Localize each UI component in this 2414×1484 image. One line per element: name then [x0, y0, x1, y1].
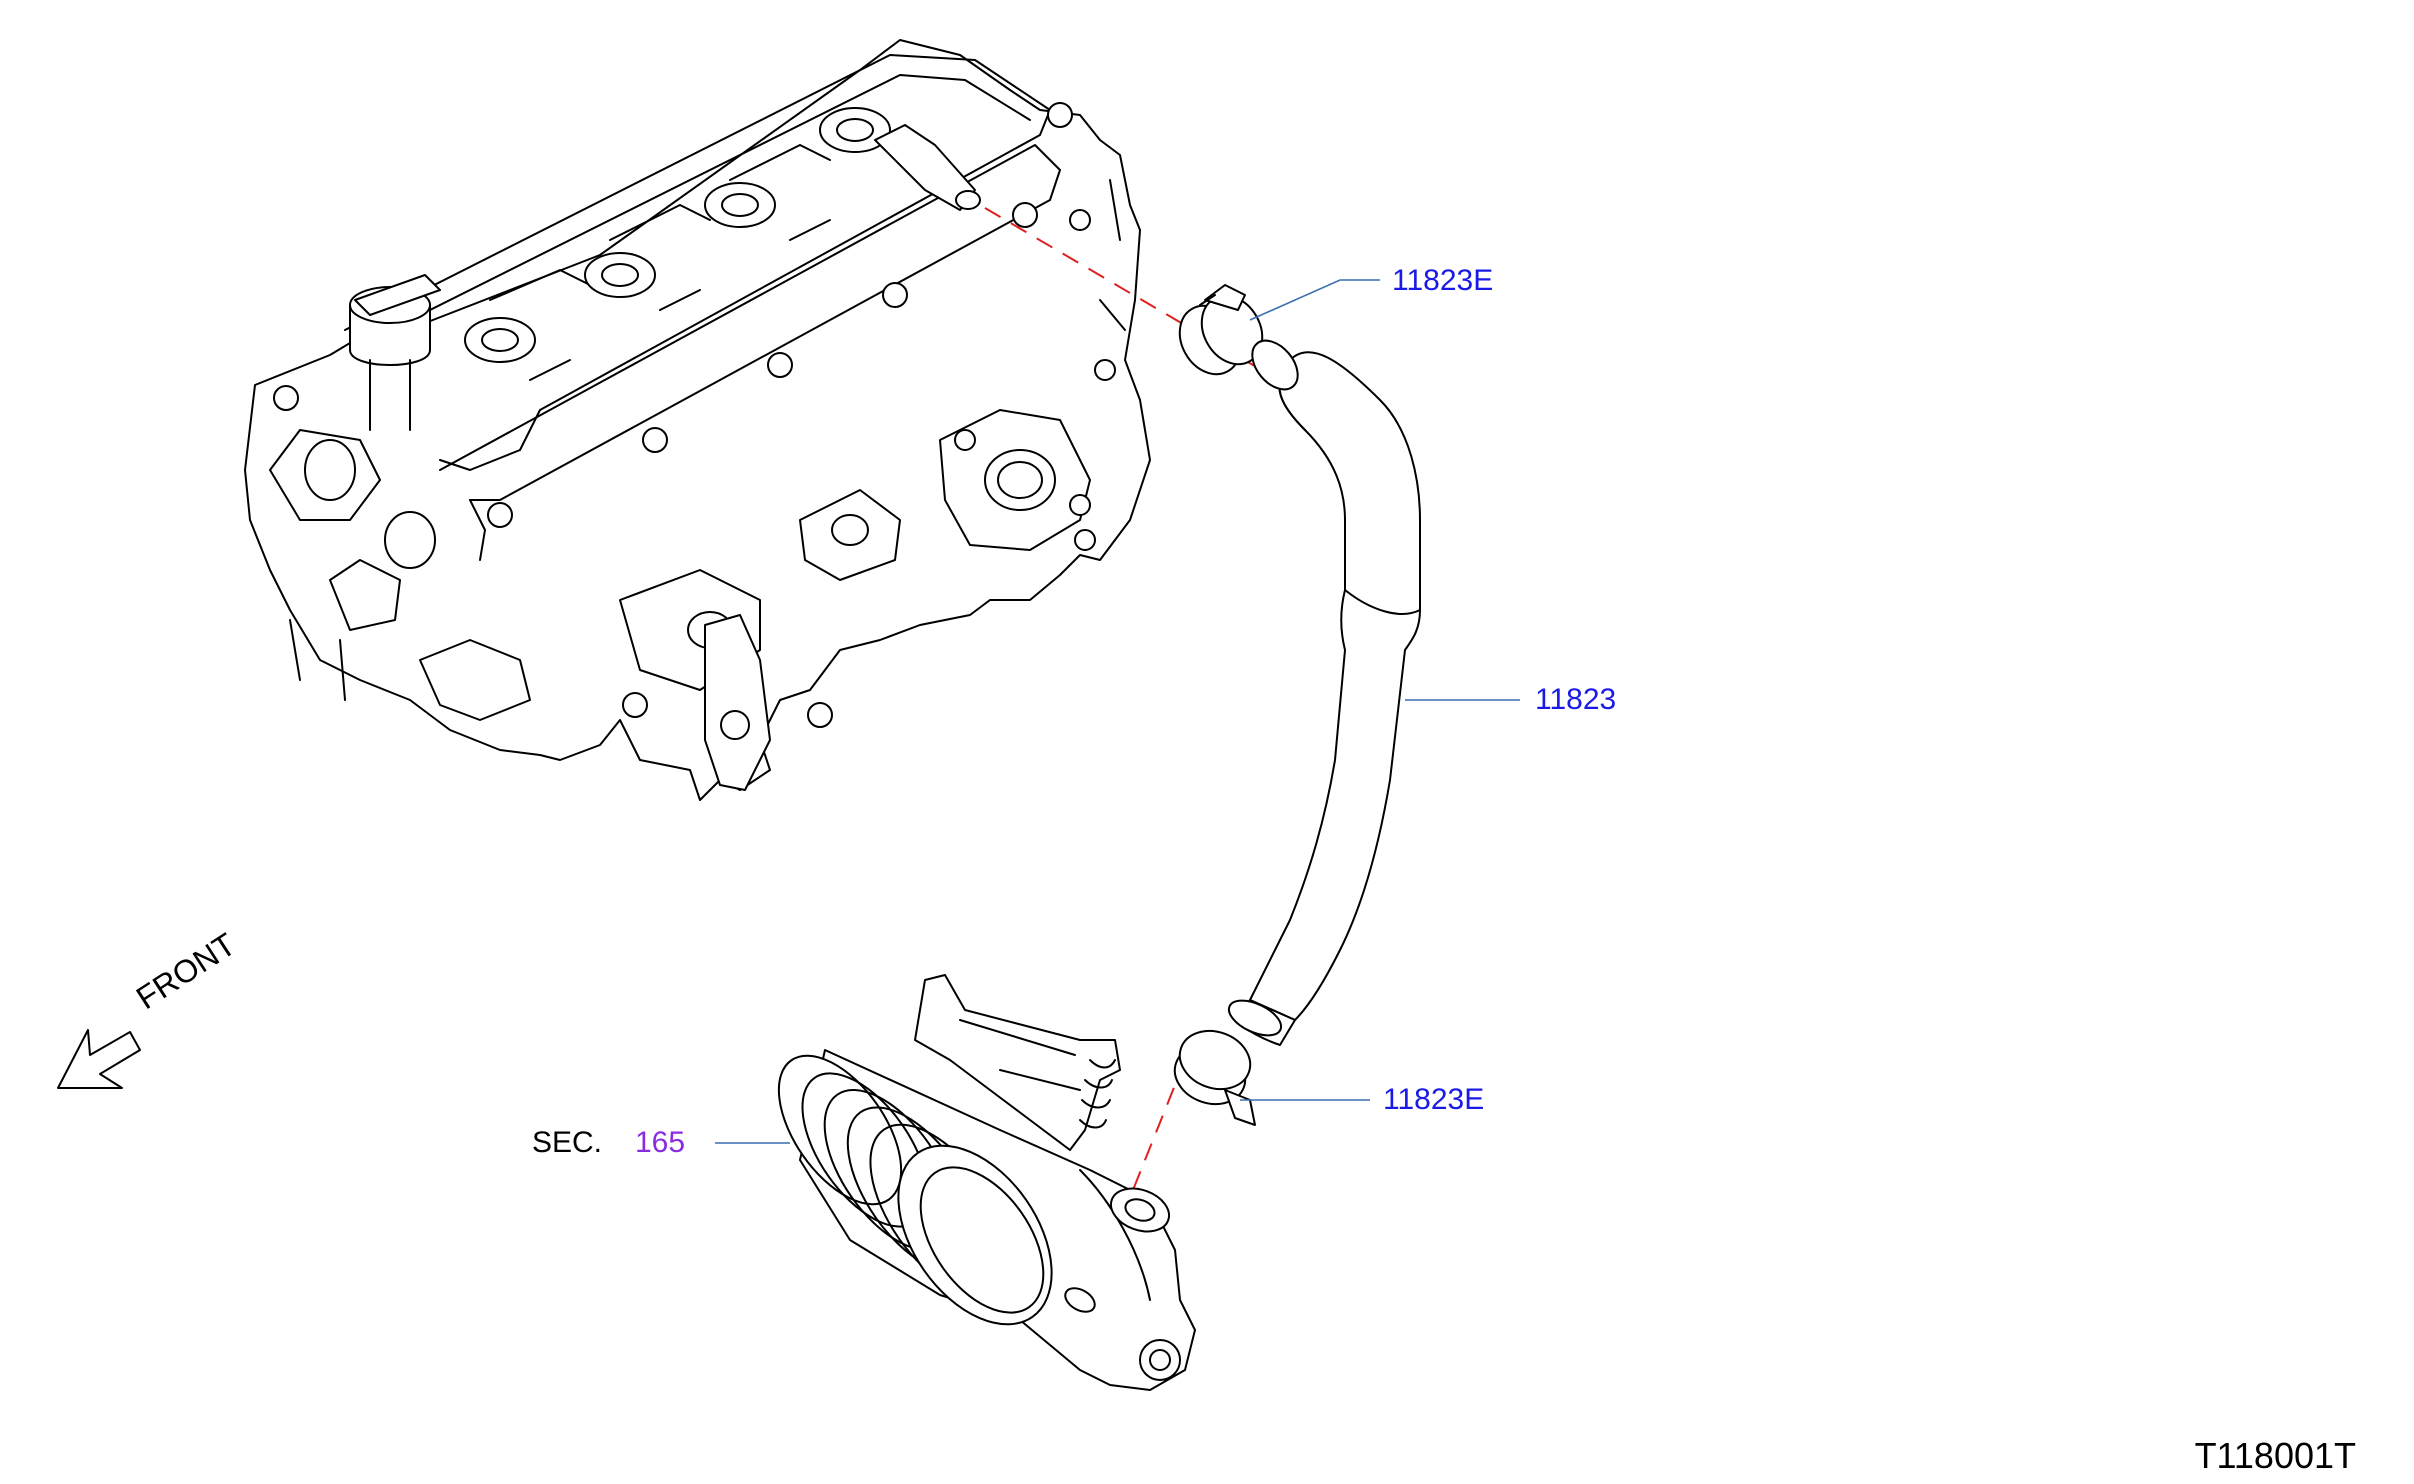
- hose-clamp-upper: [1178, 284, 1264, 376]
- section-ref-number: 165: [635, 1126, 686, 1159]
- section-ref-prefix: SEC.: [532, 1126, 603, 1159]
- leader-line-clamp-upper: [1249, 279, 1380, 321]
- figure-code: T118001T: [2194, 1435, 2356, 1476]
- engine-cylinder-head: [244, 39, 1151, 801]
- pcv-valve: [874, 124, 981, 211]
- exhaust-manifold-flange: [939, 409, 1091, 551]
- oil-filler-cap: [349, 274, 441, 431]
- part-number-clamp-upper: 11823E: [1392, 264, 1494, 297]
- pcv-hose: [1227, 339, 1421, 1046]
- assembly-line-lower: [1124, 1059, 1186, 1211]
- hose-clamp-lower: [1173, 1029, 1256, 1126]
- front-direction-arrow: [57, 1029, 141, 1089]
- part-number-clamp-lower: 11823E: [1383, 1083, 1485, 1116]
- air-inlet-duct: [777, 974, 1196, 1391]
- part-number-hose: 11823: [1535, 683, 1617, 716]
